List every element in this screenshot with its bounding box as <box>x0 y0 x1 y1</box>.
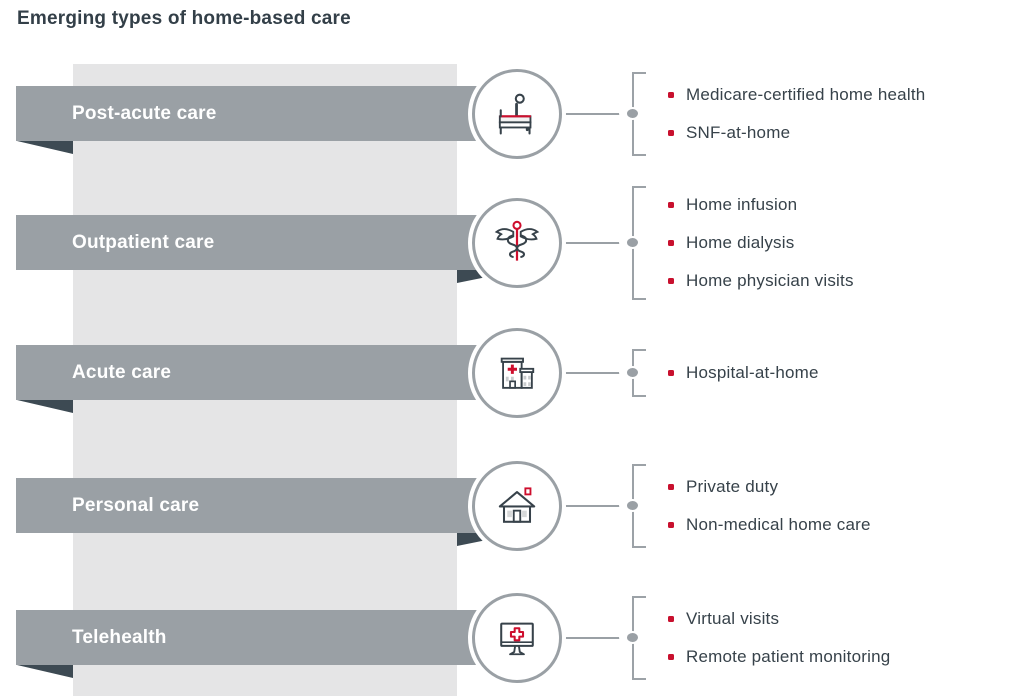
bullet-icon <box>668 369 674 376</box>
connector-line <box>558 241 632 244</box>
list-item: Home physician visits <box>660 262 854 300</box>
icon-circle-telehealth <box>472 592 562 683</box>
connector-line <box>558 371 632 374</box>
ribbon-fold <box>17 665 73 678</box>
ribbon-label: Outpatient care <box>72 232 215 253</box>
ribbon-outpatient-care: Outpatient care <box>16 215 521 270</box>
bullet-icon <box>668 277 674 284</box>
bullet-list-acute: Hospital-at-home <box>660 354 819 392</box>
list-item: Home infusion <box>660 186 854 224</box>
bullet-icon <box>668 201 674 208</box>
ribbon-fold <box>17 141 73 154</box>
ribbon-label: Acute care <box>72 362 172 383</box>
icon-circle-outpatient <box>472 197 562 288</box>
caduceus-icon <box>494 220 540 261</box>
house-icon <box>498 486 536 523</box>
bullet-icon <box>668 129 674 136</box>
connector-line <box>558 112 632 115</box>
bullet-icon <box>668 521 674 528</box>
ribbon-label: Telehealth <box>72 627 167 648</box>
bullet-icon <box>668 483 674 490</box>
ribbon-personal-care: Personal care <box>16 478 521 533</box>
connector-dot <box>627 238 638 247</box>
list-item: Home dialysis <box>660 224 854 262</box>
bullet-icon <box>668 653 674 660</box>
bed-patient-icon <box>498 93 532 135</box>
icon-circle-post-acute <box>472 68 562 159</box>
connector-line <box>558 636 632 639</box>
bullet-icon <box>668 615 674 622</box>
hospital-icon <box>500 357 535 389</box>
list-item: Virtual visits <box>660 600 890 638</box>
connector-line <box>558 504 632 507</box>
bullet-list-personal: Private duty Non-medical home care <box>660 468 871 544</box>
connector-dot <box>627 633 638 642</box>
connector-dot <box>627 109 638 118</box>
ribbon-label: Personal care <box>72 495 200 516</box>
icon-circle-personal <box>472 460 562 551</box>
ribbon-label: Post-acute care <box>72 103 217 124</box>
bullet-icon <box>668 239 674 246</box>
bullet-list-post-acute: Medicare-certified home health SNF-at-ho… <box>660 76 925 152</box>
connector-dot <box>627 368 638 377</box>
connector-dot <box>627 501 638 510</box>
list-item: SNF-at-home <box>660 114 925 152</box>
ribbon-acute-care: Acute care <box>16 345 521 400</box>
page-title: Emerging types of home-based care <box>17 8 351 29</box>
list-item: Private duty <box>660 468 871 506</box>
list-item: Remote patient monitoring <box>660 638 890 676</box>
bullet-list-telehealth: Virtual visits Remote patient monitoring <box>660 600 890 676</box>
list-item: Non-medical home care <box>660 506 871 544</box>
ribbon-telehealth: Telehealth <box>16 610 521 665</box>
list-item: Medicare-certified home health <box>660 76 925 114</box>
telehealth-monitor-icon <box>500 622 534 655</box>
ribbon-post-acute-care: Post-acute care <box>16 86 521 141</box>
bullet-icon <box>668 91 674 98</box>
ribbon-fold <box>17 400 73 413</box>
bullet-list-outpatient: Home infusion Home dialysis Home physici… <box>660 186 854 300</box>
list-item: Hospital-at-home <box>660 354 819 392</box>
icon-circle-acute <box>472 327 562 418</box>
